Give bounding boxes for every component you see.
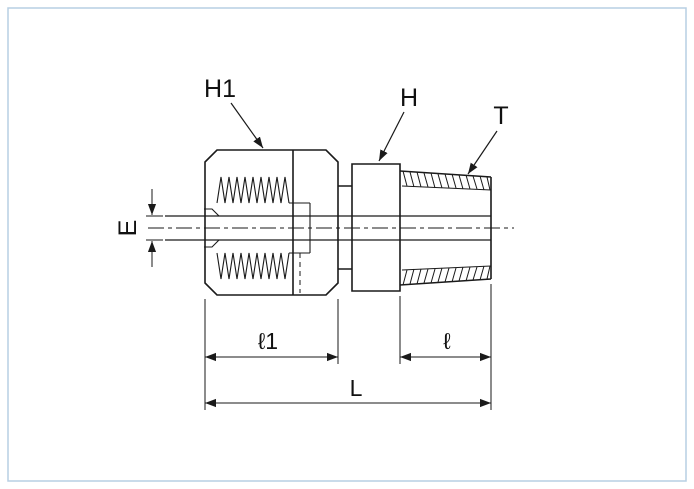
label-h1: H1 [204, 75, 236, 103]
label-overall-L: L [350, 375, 363, 401]
dimension-e [146, 189, 163, 267]
thread-hatch-top [402, 170, 491, 191]
male-thread [399, 170, 492, 286]
nut-thread-top [216, 176, 290, 204]
leader-t [467, 130, 498, 175]
page-border [7, 7, 687, 482]
label-l1: ℓ1 [258, 328, 278, 354]
label-l: ℓ [443, 328, 451, 354]
nut-thread-bottom [216, 252, 290, 280]
body-hex [351, 163, 401, 292]
label-t: T [493, 102, 508, 130]
label-h: H [400, 84, 418, 112]
nut [204, 149, 339, 296]
dimensions-length [204, 284, 492, 410]
body-neck [338, 185, 352, 270]
thread-hatch-bottom [402, 265, 491, 286]
leader-h1 [230, 102, 264, 149]
leader-h [378, 111, 405, 162]
label-e: E [114, 220, 142, 237]
leaders [230, 102, 498, 175]
through-bore [165, 208, 491, 248]
